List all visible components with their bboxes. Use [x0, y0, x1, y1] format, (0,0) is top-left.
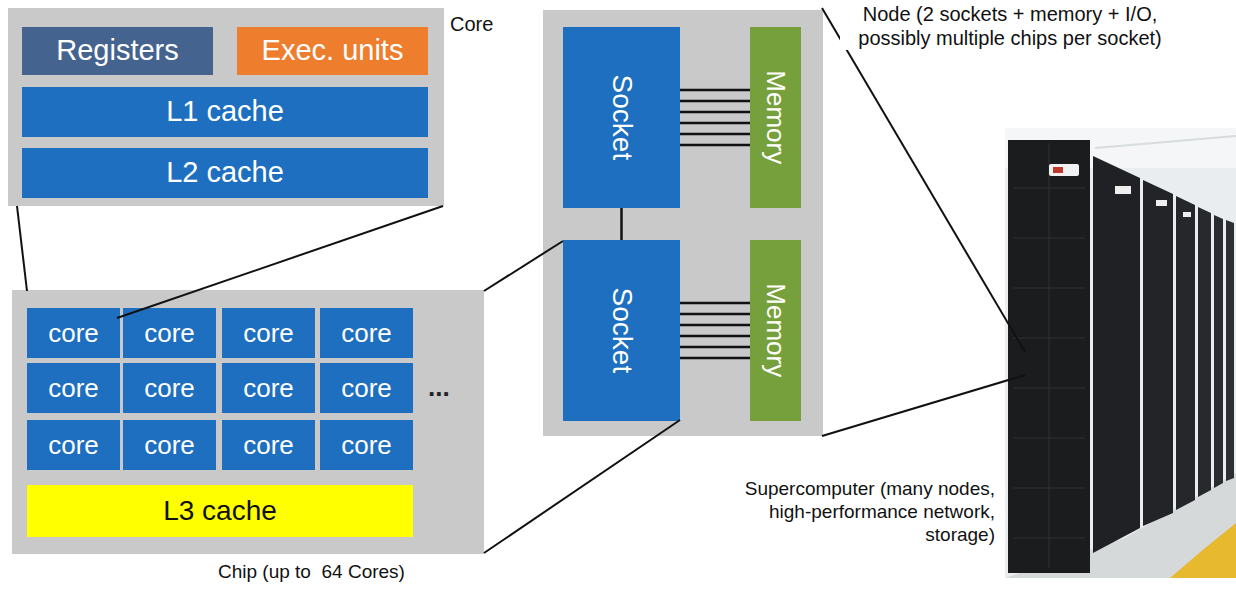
core-box: core	[27, 308, 120, 358]
zoom-line	[117, 206, 443, 318]
core-box: core	[320, 363, 413, 413]
core-box: core	[27, 363, 120, 413]
box-label: Registers	[56, 35, 179, 67]
wire-line	[680, 324, 750, 327]
core-box: core	[320, 420, 413, 470]
wire-line	[680, 144, 750, 147]
core-box: core	[222, 308, 315, 358]
zoom-line	[484, 420, 680, 553]
box-label: core	[144, 374, 195, 403]
zoom-line	[822, 375, 1025, 436]
box-label: L2 cache	[166, 157, 284, 189]
box-label: core	[48, 319, 99, 348]
cache-box: L3 cache	[27, 485, 413, 537]
wire-line	[680, 133, 750, 136]
box-label: core	[144, 319, 195, 348]
heading-label: Supercomputer (many nodes, high-performa…	[703, 478, 995, 546]
box-label: core	[48, 431, 99, 460]
zoom-line	[484, 241, 563, 291]
wire-line	[680, 346, 750, 349]
heading-label: Chip (up to 64 Cores)	[218, 561, 480, 584]
zoom-line	[822, 8, 1025, 352]
box-label: core	[48, 374, 99, 403]
zoom-line	[17, 206, 27, 291]
box-label: core	[341, 319, 392, 348]
box-label: Socket	[606, 288, 637, 374]
box-label: core	[243, 431, 294, 460]
box-label: L1 cache	[166, 96, 284, 128]
wire-line	[680, 335, 750, 338]
box-label: core	[341, 431, 392, 460]
memory-box: Memory	[750, 240, 801, 421]
connector	[621, 208, 622, 240]
box-label: L3 cache	[163, 496, 277, 527]
cache-box: L1 cache	[22, 87, 428, 137]
box-label: core	[144, 431, 195, 460]
chip-panel: Chip (up to 64 Cores)corecorecorecorecor…	[12, 290, 484, 554]
wire-line	[620, 208, 623, 240]
supercomputer-photo	[1005, 128, 1236, 578]
wire-line	[680, 302, 750, 305]
connector	[680, 303, 750, 358]
cache-box: L2 cache	[22, 148, 428, 198]
core-box: core	[222, 420, 315, 470]
wire-line	[680, 313, 750, 316]
core-box: core	[320, 308, 413, 358]
node-panel: Node (2 sockets + memory + I/O, possibly…	[543, 10, 823, 436]
core-box: core	[27, 420, 120, 470]
register-box: Registers	[22, 27, 213, 75]
box-label: Memory	[761, 71, 790, 165]
core-box: core	[222, 363, 315, 413]
core-box: core	[123, 420, 216, 470]
memory-box: Memory	[750, 27, 801, 208]
box-label: Socket	[606, 75, 637, 161]
wire-line	[680, 122, 750, 125]
connector	[680, 90, 750, 145]
box-label: core	[243, 374, 294, 403]
box-label: core	[243, 319, 294, 348]
core-panel: CoreRegistersExec. unitsL1 cacheL2 cache	[8, 8, 444, 206]
socket-box: Socket	[563, 240, 680, 421]
heading-label: Core	[450, 12, 530, 36]
core-box: core	[123, 308, 216, 358]
box-label: Exec. units	[262, 35, 404, 67]
core-box: core	[123, 363, 216, 413]
socket-box: Socket	[563, 27, 680, 208]
supercomputer: Supercomputer (many nodes, high-performa…	[1005, 128, 1236, 578]
wire-line	[680, 111, 750, 114]
heading-label: Node (2 sockets + memory + I/O, possibly…	[840, 2, 1180, 50]
exec-unit-box: Exec. units	[237, 27, 428, 75]
box-label: core	[341, 374, 392, 403]
wire-line	[680, 100, 750, 103]
wire-line	[680, 89, 750, 92]
box-label: Memory	[761, 284, 790, 378]
wire-line	[680, 357, 750, 360]
ellipsis-label: ...	[428, 372, 450, 403]
